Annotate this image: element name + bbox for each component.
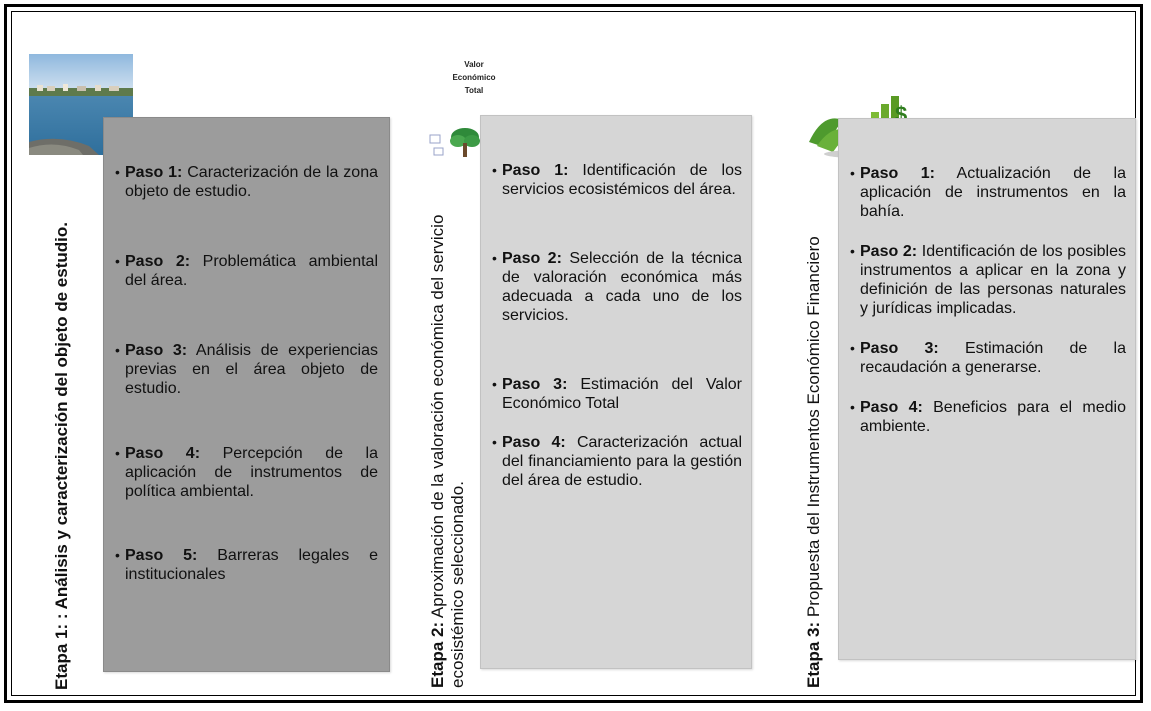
outer-frame: [4, 4, 1143, 703]
stage-3-title: Propuesta del Instrumentos Económico Fin…: [804, 236, 824, 618]
stage-1-step-5: Paso 5: Barreras legales e institucional…: [115, 546, 378, 584]
stage-3-step-4: Paso 4: Beneficios para el medio ambient…: [850, 398, 1126, 436]
stage-2-label: Etapa 2: Aproximación de la valoración e…: [420, 128, 476, 688]
stage-1-label: Etapa 1: : Análisis y caracterización de…: [34, 130, 90, 690]
stage-1-step-1: Paso 1: Caracterización de la zona objet…: [115, 163, 378, 201]
stage-2-title: Aproximación de la valoración económica …: [428, 214, 467, 688]
graphic-title-line-2: Económico: [452, 73, 495, 82]
stage-3-step-list: Paso 1: Actualización de la aplicación d…: [850, 164, 1126, 436]
harbor-bay-photo: [29, 54, 133, 155]
stage-2-step-3: Paso 3: Estimación del Valor Económico T…: [492, 375, 742, 413]
stage-3-step-3: Paso 3: Estimación de la recaudación a g…: [850, 339, 1126, 377]
stage-3-step-1: Paso 1: Actualización de la aplicación d…: [850, 164, 1126, 221]
stage-3-label: Etapa 3: Propuesta del Instrumentos Econ…: [786, 182, 842, 688]
stage-2-step-2: Paso 2: Selección de la técnica de valor…: [492, 249, 742, 325]
stage-1-title: : Análisis y caracterización del objeto …: [52, 222, 72, 620]
stage-2-step-1: Paso 1: Identificación de los servicios …: [492, 161, 742, 199]
stage-1-step-list: Paso 1: Caracterización de la zona objet…: [115, 163, 378, 584]
graphic-title-line-1: Valor: [464, 60, 484, 69]
stage-1-step-2: Paso 2: Problemática ambiental del área.: [115, 252, 378, 290]
stage-2-number: Etapa 2:: [428, 621, 448, 688]
stage-3-number: Etapa 3:: [804, 621, 824, 688]
stage-2-step-4: Paso 4: Caracterización actual del finan…: [492, 433, 742, 490]
stage-2-step-list: Paso 1: Identificación de los servicios …: [492, 161, 742, 490]
stage-1-number: Etapa 1:: [52, 623, 72, 690]
graphic-title-line-3: Total: [465, 86, 484, 95]
stage-1-step-3: Paso 3: Análisis de experiencias previas…: [115, 341, 378, 398]
stage-1-step-4: Paso 4: Percepción de la aplicación de i…: [115, 444, 378, 501]
stage-3-step-2: Paso 2: Identificación de los posibles i…: [850, 242, 1126, 318]
